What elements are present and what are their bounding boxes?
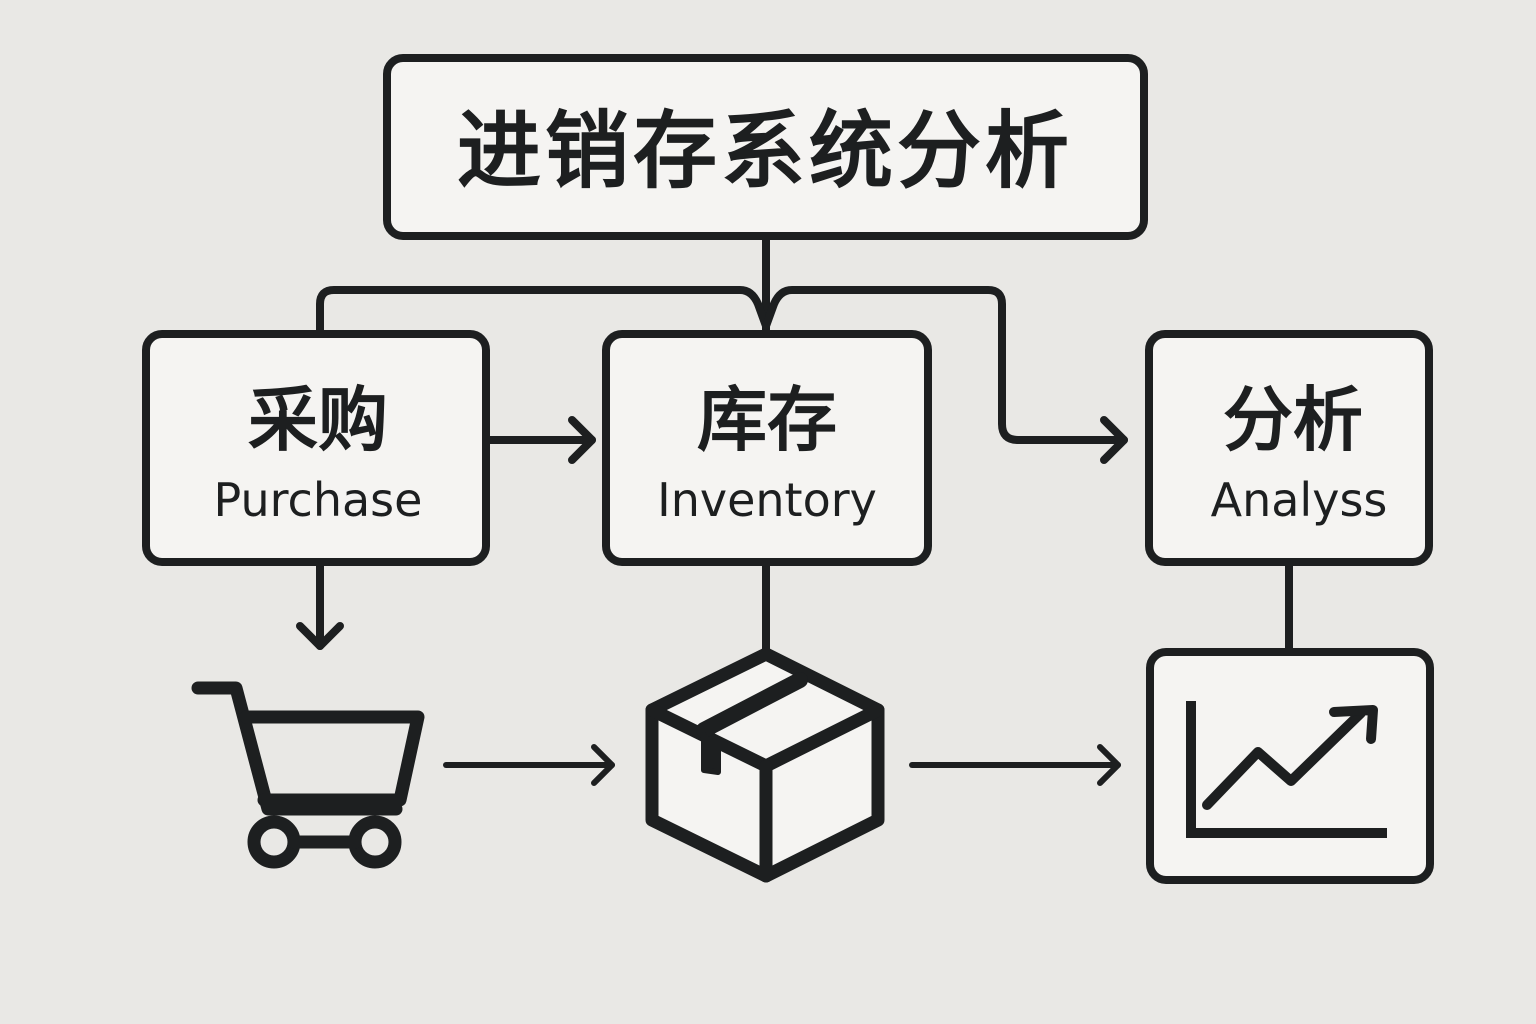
arrowhead-to-analysis <box>1100 416 1128 464</box>
title-box <box>383 54 1148 240</box>
shopping-cart-icon <box>191 681 425 869</box>
inventory-label-zh: 库存 <box>697 379 837 461</box>
trending-chart-icon <box>1146 648 1434 884</box>
arrowhead-to-cart <box>296 622 344 650</box>
package-box-icon <box>645 647 885 883</box>
analysis-label-en: Analyss <box>1211 473 1388 527</box>
inventory-label-en: Inventory <box>657 473 877 527</box>
analysis-label-zh: 分析 <box>1223 379 1363 461</box>
arrowhead-to-inventory <box>568 416 596 464</box>
connector-title-analysis <box>762 286 1128 444</box>
inventory-node: 库存 Inventory <box>602 330 932 566</box>
purchase-label-en: Purchase <box>214 473 423 527</box>
purchase-box <box>142 330 490 566</box>
analysis-box <box>1145 330 1433 566</box>
inventory-box <box>602 330 932 566</box>
arrowhead-to-box <box>591 744 615 786</box>
title-text: 进销存系统分析 <box>457 102 1073 200</box>
analysis-node: 分析 Analyss <box>1145 330 1433 566</box>
connector-title-purchase <box>316 286 770 336</box>
purchase-label-zh: 采购 <box>248 379 388 461</box>
title-node: 进销存系统分析 <box>383 54 1148 240</box>
purchase-node: 采购 Purchase <box>142 330 490 566</box>
arrowhead-to-chart <box>1097 744 1121 786</box>
